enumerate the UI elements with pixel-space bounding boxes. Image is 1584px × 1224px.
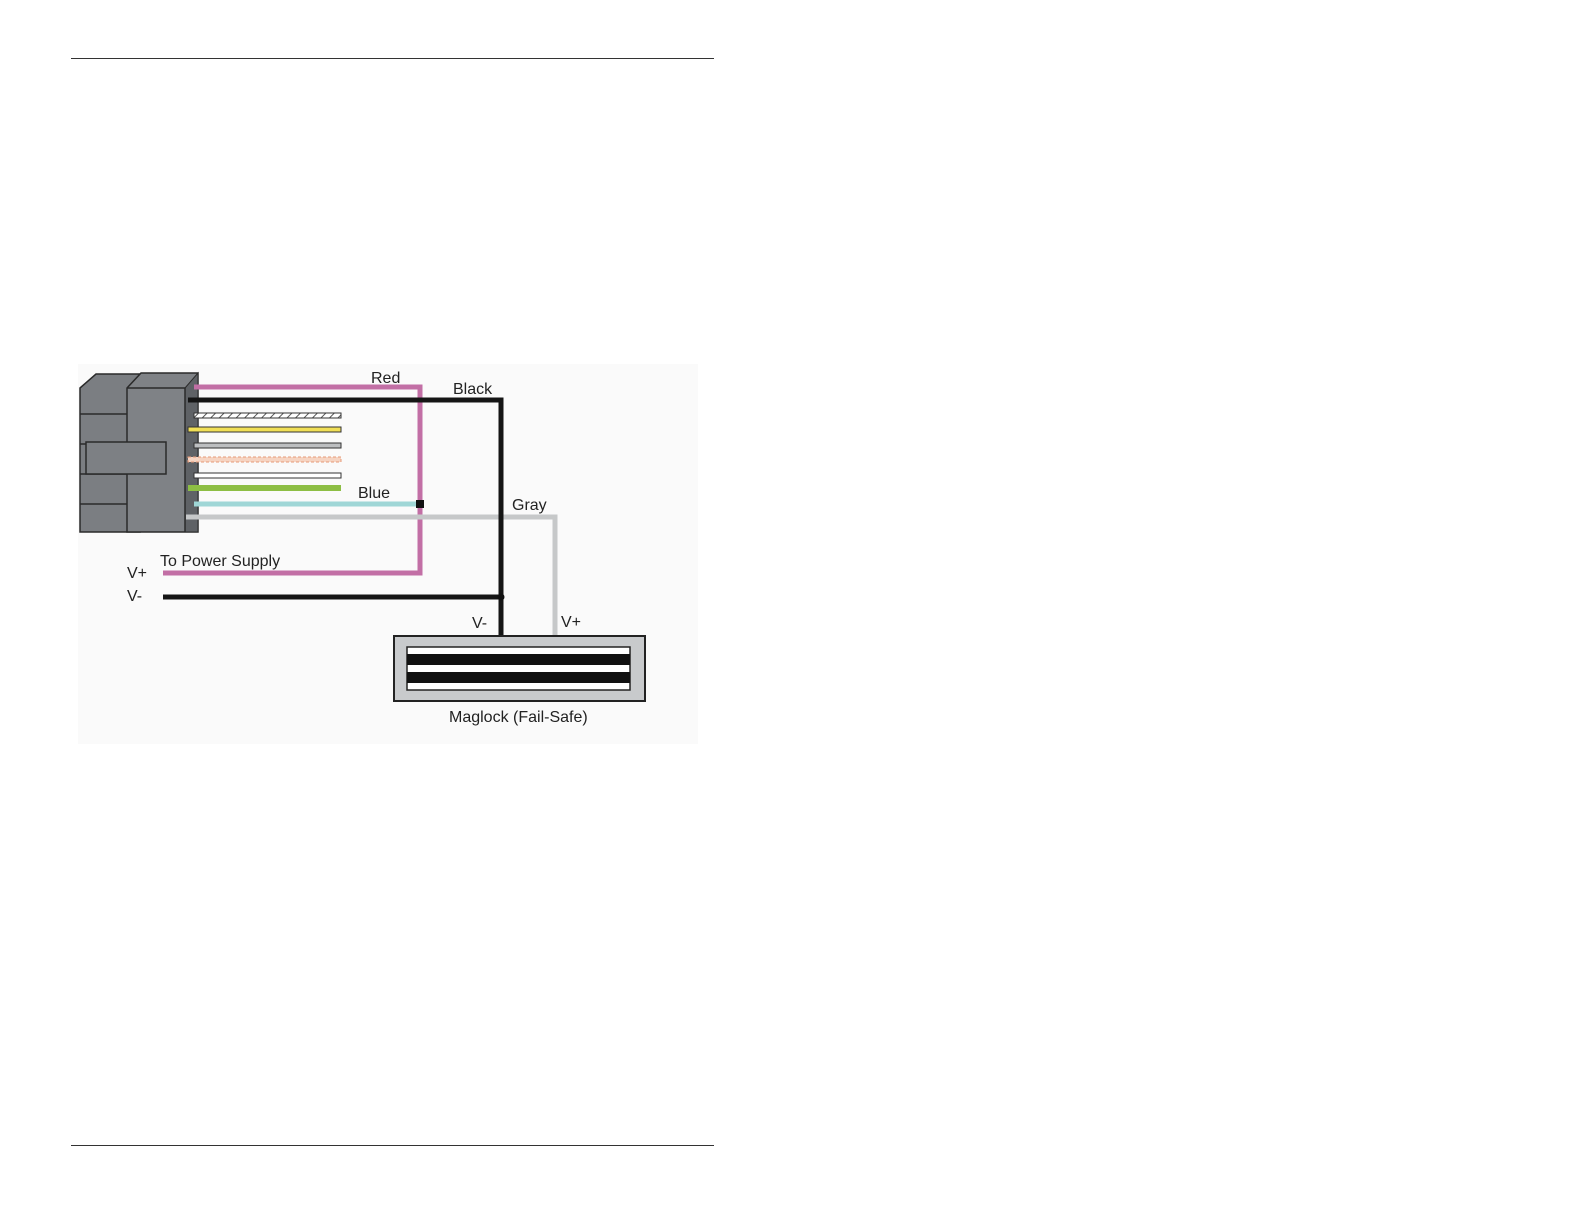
footer-rule — [71, 1145, 714, 1146]
wire-striped-orange — [188, 457, 341, 462]
label-blue: Blue — [358, 485, 390, 502]
label-red: Red — [371, 370, 400, 387]
maglock — [394, 636, 645, 701]
wire-green — [188, 485, 341, 491]
label-psu-v-minus: V- — [127, 588, 142, 605]
label-maglock-v-plus: V+ — [561, 614, 581, 631]
blue-red-junction — [416, 500, 424, 508]
label-gray: Gray — [512, 497, 547, 514]
black-junction — [498, 594, 505, 601]
label-maglock: Maglock (Fail-Safe) — [449, 709, 588, 726]
label-power-supply: To Power Supply — [160, 553, 280, 570]
wire-white — [194, 473, 341, 478]
wire-yellow — [188, 427, 341, 432]
wire-striped-white — [194, 413, 341, 418]
label-maglock-v-minus: V- — [472, 615, 487, 632]
label-black: Black — [453, 381, 493, 398]
label-psu-v-plus: V+ — [127, 565, 147, 582]
unused-wires — [188, 413, 341, 491]
wire-dark — [194, 443, 341, 448]
connector-block — [80, 373, 198, 532]
